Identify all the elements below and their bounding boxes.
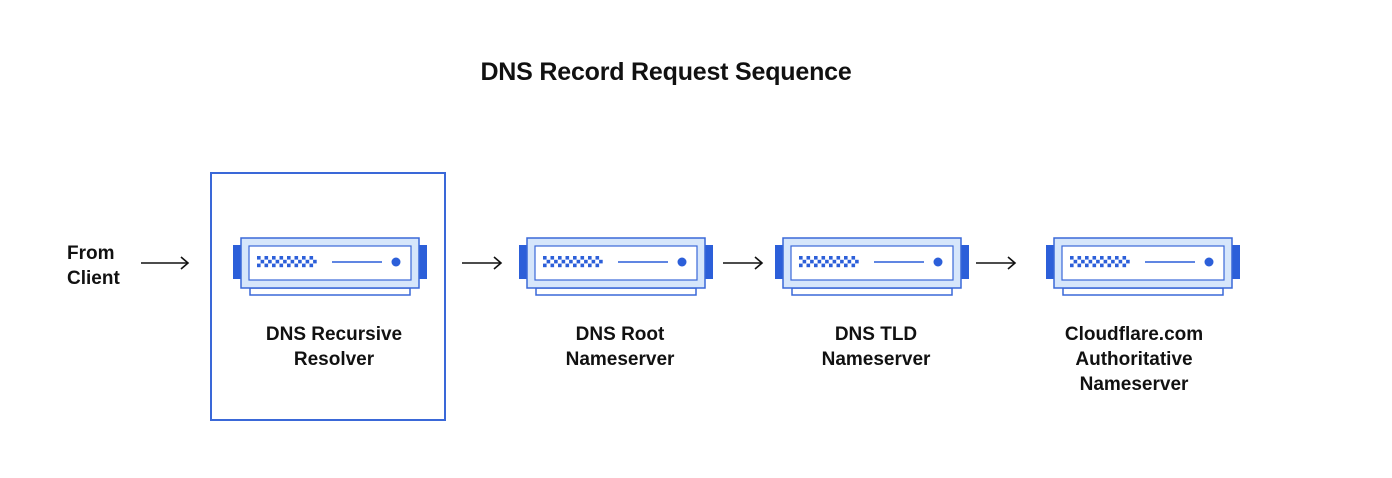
node-label-recursive-resolver: DNS Recursive Resolver — [214, 322, 454, 372]
arrow-right-icon — [976, 256, 1017, 270]
node-label-line: Nameserver — [565, 349, 675, 370]
node-label-line: Nameserver — [821, 349, 931, 370]
node-label-line: DNS Recursive — [265, 324, 403, 345]
recursive-resolver-highlight-box — [210, 172, 446, 421]
node-label-line: Resolver — [293, 349, 375, 370]
arrow-right-icon — [723, 256, 764, 270]
server-icon — [1045, 236, 1241, 298]
node-label-line: Nameserver — [1079, 374, 1189, 395]
arrow-right-icon — [462, 256, 503, 270]
node-label-tld-nameserver: DNS TLD Nameserver — [756, 322, 996, 372]
server-icon — [774, 236, 970, 298]
node-label-line: DNS Root — [575, 324, 665, 345]
node-label-root-nameserver: DNS Root Nameserver — [500, 322, 740, 372]
node-label-line: Authoritative — [1075, 349, 1193, 370]
node-label-line: Cloudflare.com — [1064, 324, 1204, 345]
client-label: From Client — [67, 241, 120, 291]
client-label-line1: From — [67, 243, 115, 264]
server-icon — [232, 236, 428, 298]
arrow-right-icon — [141, 256, 190, 270]
diagram-title: DNS Record Request Sequence — [480, 58, 852, 86]
node-label-authoritative-nameserver: Cloudflare.com Authoritative Nameserver — [1014, 322, 1254, 397]
client-label-line2: Client — [67, 268, 120, 289]
node-label-line: DNS TLD — [834, 324, 918, 345]
server-icon — [518, 236, 714, 298]
